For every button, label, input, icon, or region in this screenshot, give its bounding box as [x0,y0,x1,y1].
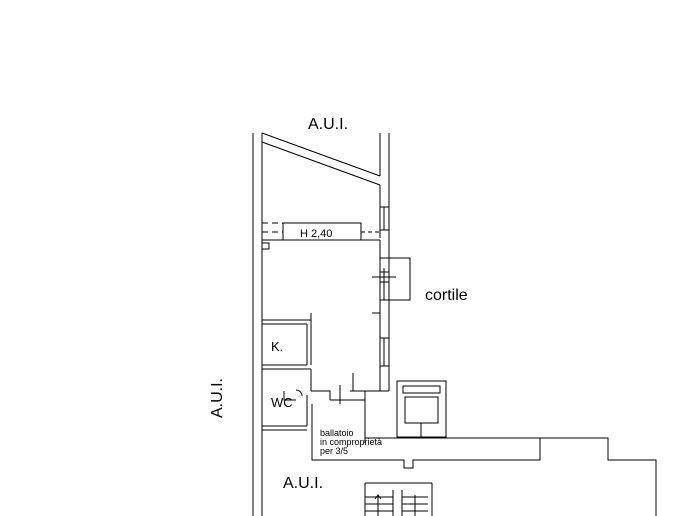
ballatoio-note: ballatoio in comproprietà per 3/5 [320,429,382,456]
entrance-walls [311,373,389,438]
elevator-shaft [396,380,447,438]
left-boundary-wall [252,133,263,516]
ballatoio-note-line1: ballatoio [320,428,354,438]
cortile-door [372,257,411,301]
ballatoio-note-line3: per 3/5 [320,446,349,456]
slanted-top-wall [261,132,381,186]
ballatoio-note-line2: in comproprietà [320,437,383,447]
main-room-walls [262,240,381,391]
label-wc: WC [271,395,293,410]
label-cortile: cortile [425,287,468,304]
label-aui-bottom: A.U.I. [283,475,324,492]
label-height: H 2,40 [300,228,333,240]
label-kitchen: K. [271,339,284,354]
label-aui-left: A.U.I. [209,377,226,418]
ballatoio-outline [311,404,541,469]
mezzanine-partition [262,222,380,241]
label-aui-top: A.U.I. [308,116,349,133]
wc-walls [262,369,312,431]
stair-treads [365,490,428,516]
kitchen-walls [262,312,380,370]
